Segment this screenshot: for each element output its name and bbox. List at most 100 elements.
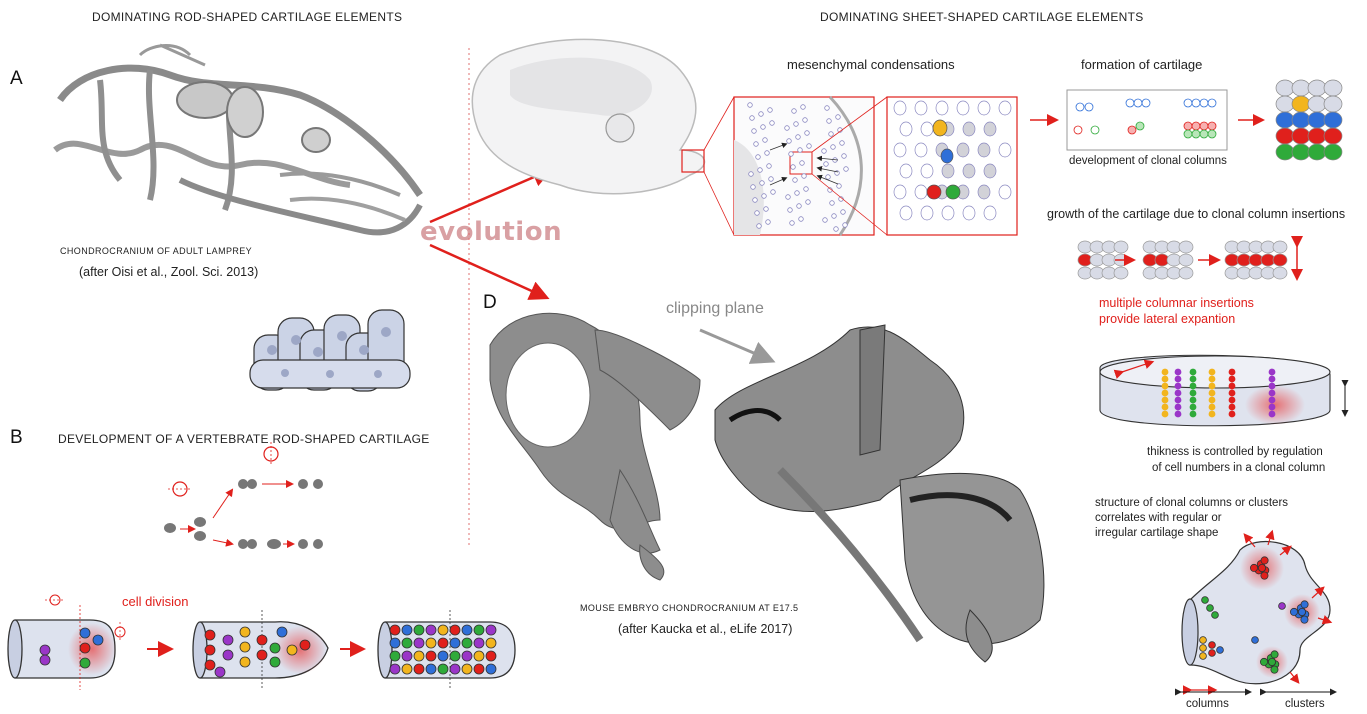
slab-cell: [1209, 397, 1216, 404]
slab-cell: [1162, 411, 1169, 418]
stack-cell: [1308, 128, 1326, 144]
rod-cell: [223, 650, 233, 660]
cluster-cell: [1250, 564, 1257, 571]
column-cell: [1209, 650, 1216, 657]
rod-cell: [486, 638, 496, 648]
rod-cell: [240, 657, 250, 667]
mesenchymal-dot: [832, 214, 837, 219]
mesenchymal-dot: [749, 172, 754, 177]
growth-cell: [1179, 254, 1193, 266]
condensation-cell: [957, 101, 969, 115]
rod-cell: [390, 638, 400, 648]
slab-cell: [1269, 369, 1276, 376]
rod-cell: [486, 625, 496, 635]
growth-cell: [1179, 267, 1193, 279]
mouse-chondrocranium-left: [490, 313, 700, 580]
mesenchymal-dot: [792, 109, 797, 114]
mesenchymal-dot: [806, 200, 811, 205]
growth-cell: [1114, 267, 1128, 279]
slab-cell: [1162, 383, 1169, 390]
slab-cell: [1175, 369, 1182, 376]
mesenchymal-dot: [842, 154, 847, 159]
rod-cell: [40, 645, 50, 655]
condensation-cell: [999, 185, 1011, 199]
condensation-cell: [900, 164, 912, 178]
cluster-cell: [1298, 608, 1305, 615]
rod-cell: [414, 651, 424, 661]
growth-column-insertions: [1078, 241, 1287, 279]
rod-cell: [462, 664, 472, 674]
mesenchymal-dot: [831, 145, 836, 150]
mesenchymal-dot: [830, 201, 835, 206]
mesenchymal-dot: [796, 135, 801, 140]
growth-cell: [1273, 267, 1287, 279]
slab-cell: [1162, 390, 1169, 397]
rod-cell: [390, 664, 400, 674]
slab-cell: [1229, 397, 1236, 404]
stack-cell: [1292, 80, 1310, 96]
slab-cell: [1209, 383, 1216, 390]
stack-cell: [1324, 80, 1342, 96]
mesenchymal-dot: [764, 207, 769, 212]
slab-cell: [1209, 369, 1216, 376]
mesenchymal-dot: [795, 191, 800, 196]
slab-cell: [1229, 376, 1236, 383]
column-cell: [1202, 597, 1209, 604]
condensation-cell: [978, 185, 990, 199]
rod-cell: [438, 638, 448, 648]
formation-cell: [1192, 122, 1200, 130]
stack-cell: [1276, 128, 1294, 144]
growth-cell: [1273, 241, 1287, 253]
condensation-cell: [900, 206, 912, 220]
formation-cell: [1208, 130, 1216, 138]
evolution-arrow-down: [430, 245, 545, 297]
slab-cell: [1209, 390, 1216, 397]
rod-cell: [277, 627, 287, 637]
slab-cell: [1175, 397, 1182, 404]
rod-cell: [450, 664, 460, 674]
slab-cell: [1190, 411, 1197, 418]
cluster-cell: [1260, 658, 1267, 665]
column-cell: [1200, 637, 1207, 644]
rod-cell: [474, 664, 484, 674]
rod-cell: [426, 625, 436, 635]
cluster-cell: [1301, 601, 1308, 608]
mesenchymal-dot: [763, 138, 768, 143]
column-cell: [1207, 605, 1214, 612]
stack-cell: [1324, 144, 1342, 160]
rod-cell: [426, 638, 436, 648]
rod-cell: [474, 638, 484, 648]
column-cell: [1209, 642, 1216, 649]
rod-cell: [474, 651, 484, 661]
rod-cell: [462, 638, 472, 648]
condensation-cell: [900, 122, 912, 136]
column-cell: [1252, 637, 1259, 644]
rod-cell: [40, 655, 50, 665]
mesenchymal-dot: [785, 126, 790, 131]
stack-cell: [1292, 128, 1310, 144]
mesenchymal-dot: [767, 164, 772, 169]
slab-cell: [1162, 376, 1169, 383]
slab-cell: [1269, 390, 1276, 397]
stacked-cells-figure: [250, 310, 410, 391]
rod-cell: [462, 625, 472, 635]
slab-cell: [1175, 404, 1182, 411]
mesenchymal-dot: [805, 131, 810, 136]
rod-cell: [270, 643, 280, 653]
mesenchymal-dot: [762, 194, 767, 199]
rod-cell: [462, 651, 472, 661]
formation-cell: [1136, 122, 1144, 130]
mesenchymal-dot: [824, 162, 829, 167]
slab-cell: [1190, 376, 1197, 383]
mesenchymal-dot: [790, 221, 795, 226]
rod-cell: [426, 664, 436, 674]
mesenchymal-dot: [799, 217, 804, 222]
slab-cell: [1190, 369, 1197, 376]
rod-cell: [287, 645, 297, 655]
stack-cell: [1324, 96, 1342, 112]
stack-cell: [1308, 96, 1326, 112]
mesenchymal-dot: [759, 112, 764, 117]
mesenchymal-dot: [834, 227, 839, 232]
slab-cell: [1269, 397, 1276, 404]
formation-cell: [1208, 122, 1216, 130]
